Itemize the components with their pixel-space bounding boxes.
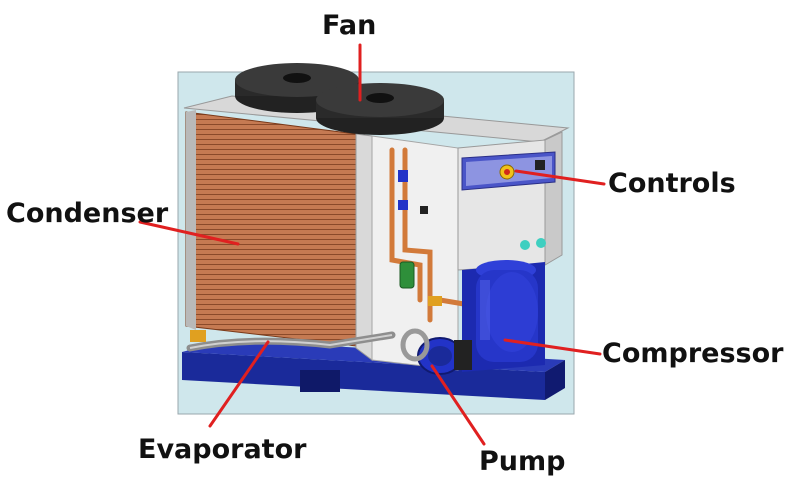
evaporator-label: Evaporator (138, 434, 307, 465)
controls-leader (514, 169, 606, 186)
pump-leader (430, 364, 486, 446)
pump-label: Pump (479, 446, 566, 477)
control-panel (461, 151, 556, 250)
condenser-coil (185, 110, 357, 347)
condenser-leader (138, 220, 240, 246)
fan-label: Fan (322, 10, 377, 41)
compressor-leader (503, 338, 602, 356)
compressor-unit (462, 260, 545, 372)
fan-2 (316, 83, 444, 135)
evaporator-leader (208, 340, 270, 428)
pump-unit (400, 328, 472, 375)
leader-lines (138, 43, 606, 446)
compressor-label: Compressor (602, 338, 784, 369)
condenser-label: Condenser (6, 198, 169, 229)
evaporator-unit (186, 330, 396, 352)
pipe-fittings (398, 170, 442, 306)
controls-label: Controls (608, 168, 736, 199)
